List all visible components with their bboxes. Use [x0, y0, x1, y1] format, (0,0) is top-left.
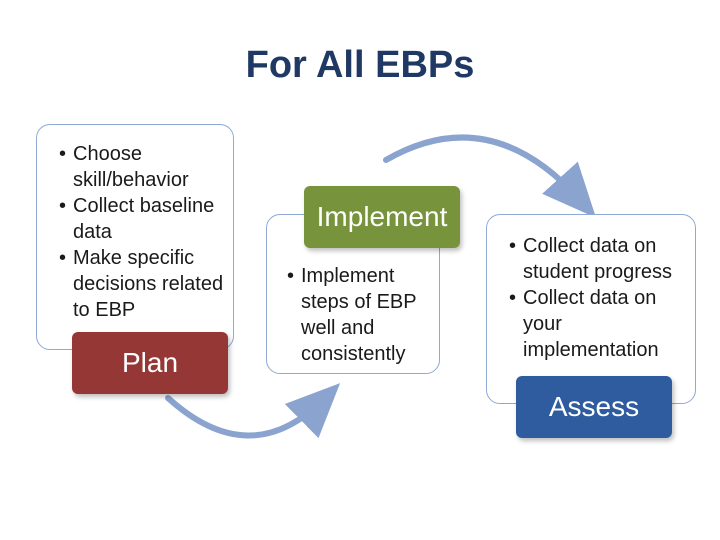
- arrow-plan-to-implement: [165, 383, 341, 439]
- list-item: •Collect baseline data: [59, 195, 215, 243]
- arrow-implement-to-assess: [383, 134, 597, 218]
- list-item: •Make specific decisions related to EBP: [59, 247, 224, 321]
- list-item: •Choose skill/behavior: [59, 143, 189, 191]
- implement-label: Implement: [304, 186, 460, 248]
- list-item: •Implement steps of EBP well and consist…: [287, 265, 417, 365]
- list-item: •Collect data on your implementation: [509, 287, 659, 361]
- plan-panel: •Choose skill/behavior •Collect baseline…: [36, 124, 234, 350]
- list-item: •Collect data on student progress: [509, 235, 672, 283]
- assess-label: Assess: [516, 376, 672, 438]
- diagram-title: For All EBPs: [245, 44, 475, 86]
- assess-panel: •Collect data on student progress •Colle…: [486, 214, 696, 404]
- plan-label: Plan: [72, 332, 228, 394]
